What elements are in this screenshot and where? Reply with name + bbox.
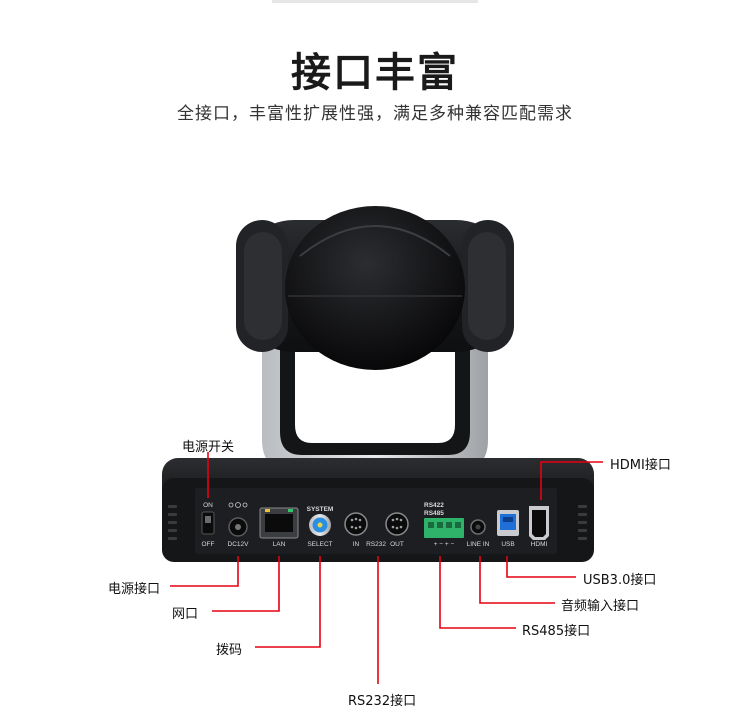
page-title: 接口丰富 (291, 50, 459, 96)
label-line-in: LINE IN (467, 541, 490, 548)
camera-base (162, 458, 594, 562)
callout-usb-port: USB3.0接口 (583, 573, 657, 588)
rs232-out-port[interactable] (385, 512, 409, 536)
leader-rs485 (439, 556, 516, 629)
leader-dip (255, 556, 321, 648)
label-select: SELECT (307, 541, 332, 548)
top-divider (272, 0, 478, 3)
rs232-in-port[interactable] (344, 512, 368, 536)
label-out: OUT (390, 541, 404, 548)
label-lan: LAN (273, 541, 286, 548)
callout-dip-switch: 拨码 (216, 643, 243, 658)
camera-yoke (262, 330, 488, 472)
leader-lan (212, 556, 280, 612)
label-system: SYSTEM (307, 506, 334, 513)
leader-usb (506, 556, 576, 578)
callout-rs485-port: RS485接口 (522, 624, 591, 639)
label-in: IN (353, 541, 360, 548)
lens-icon (285, 206, 465, 370)
label-rs422: RS422 (424, 502, 444, 509)
camera-head (236, 206, 514, 370)
callout-rs232-port: RS232接口 (348, 694, 417, 709)
callout-power-port: 电源接口 (108, 582, 161, 597)
leader-hdmi (540, 461, 603, 500)
label-rs232: RS232 (366, 541, 386, 548)
leader-lines (170, 452, 603, 684)
page-subtitle: 全接口，丰富性扩展性强，满足多种兼容匹配需求 (177, 104, 573, 124)
label-dc: DC12V (228, 541, 250, 548)
label-rs485: RS485 (424, 510, 444, 517)
dc-polarity-icon (228, 502, 248, 508)
callout-hdmi-port: HDMI接口 (610, 458, 671, 473)
callout-lan-port: 网口 (172, 607, 199, 622)
leader-power-port (170, 556, 239, 587)
callout-power-switch: 电源开关 (182, 440, 235, 455)
callout-audio-port: 音频输入接口 (561, 599, 640, 614)
label-usb: USB (501, 541, 514, 548)
leader-audio (479, 556, 555, 604)
label-on: ON (203, 502, 213, 509)
label-hdmi: HDMI (531, 541, 548, 548)
label-off: OFF (202, 541, 215, 548)
label-polarity: + − + − (434, 541, 455, 548)
